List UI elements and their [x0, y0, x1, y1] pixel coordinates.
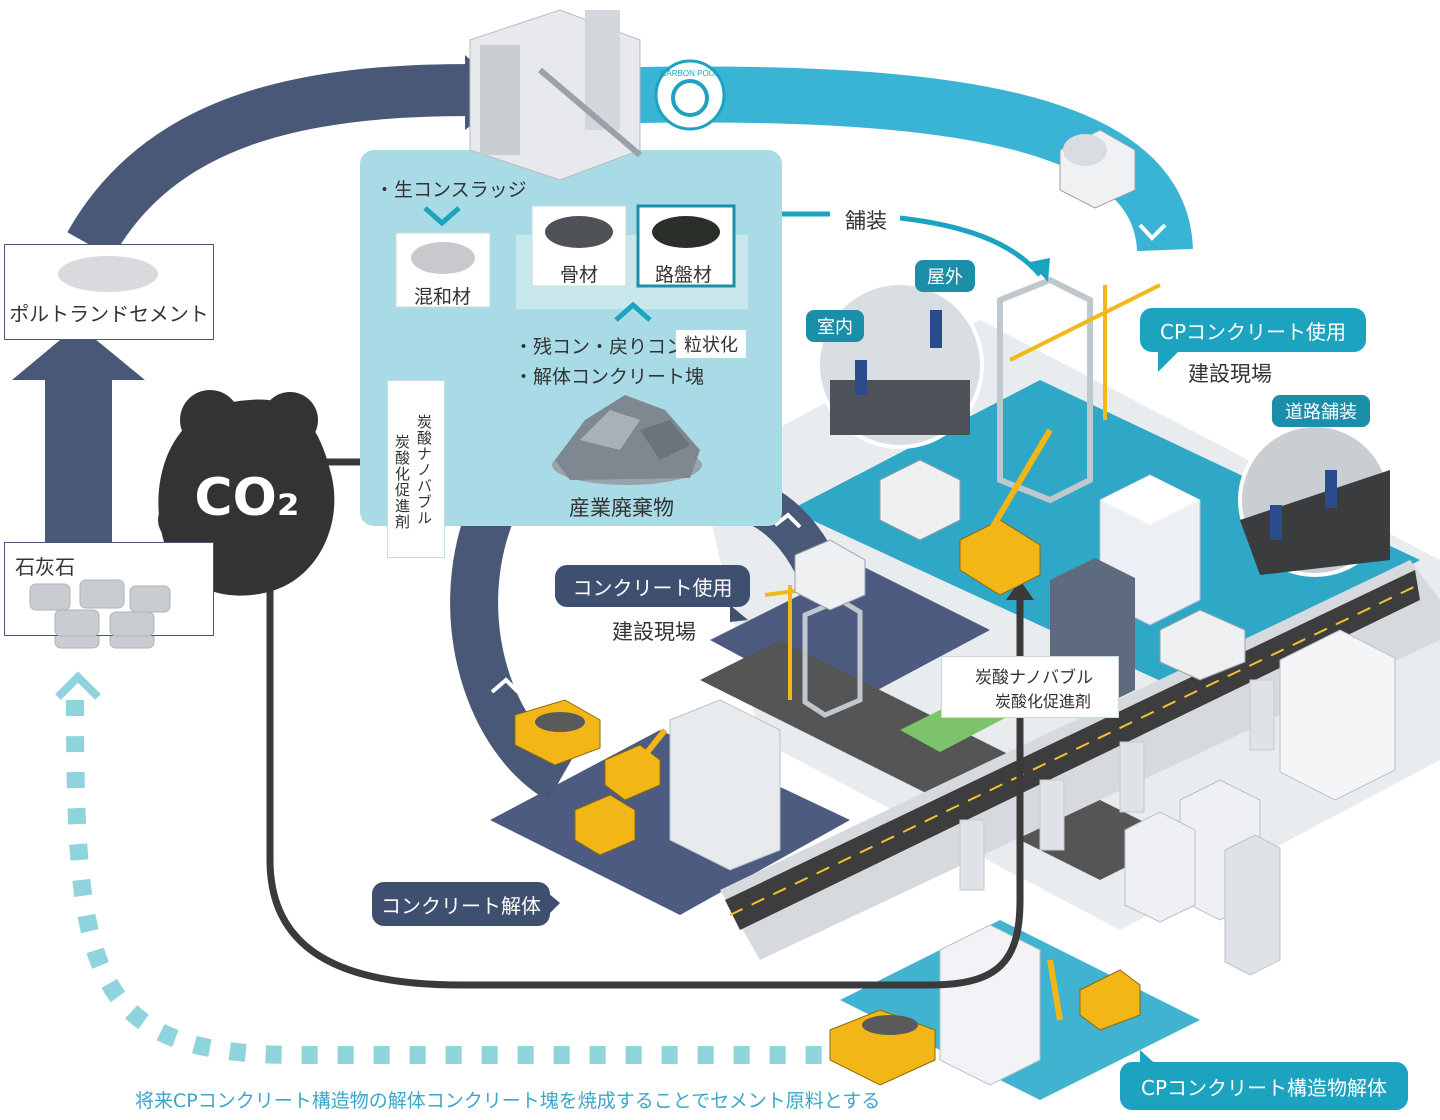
indoor-tag: 室内: [806, 310, 864, 342]
concrete-pump-truck-icon: [959, 428, 1053, 596]
chevron-up-icon: [614, 301, 652, 322]
roadbed-label: 路盤材: [655, 264, 713, 286]
portland-cement-box: ポルトランドセメント: [4, 244, 214, 340]
waste-to-site-arrow: [450, 506, 573, 801]
nanobubble-vertical-line2: 炭酸化促進剤: [393, 434, 411, 530]
nanobubble-label-line2: 炭酸化促進剤: [995, 692, 1092, 711]
bulldozer-icon: [574, 794, 636, 856]
nanobubble-vertical-card: [387, 380, 445, 558]
limestone-label: 石灰石: [15, 555, 75, 579]
chevron-up-icon: [773, 512, 802, 529]
cp-structure-demolition-pill: CPコンクリート構造物解体: [1120, 1062, 1408, 1110]
rock-pile-icon: [552, 395, 702, 485]
granulate-badge: 粒状化: [676, 330, 746, 358]
aggregate-label: 骨材: [560, 264, 599, 286]
portland-cement-pile: [58, 256, 158, 292]
nanobubble-vertical-line1: 炭酸ナノバブル: [415, 414, 433, 526]
logo-text: CARBON POOL: [661, 69, 720, 78]
nanobubble-card: [941, 656, 1119, 718]
admixture-label: 混和材: [414, 286, 472, 308]
buildings: [669, 276, 1396, 1086]
cp-concrete-use-pill: CPコンクリート使用: [1140, 308, 1366, 352]
carbon-pool-logo: CARBON POOL: [654, 59, 726, 131]
road-paving-tag: 道路舗装: [1272, 395, 1370, 427]
worker-icon: [930, 310, 942, 348]
residual-concrete-label: ・残コン・戻りコン: [514, 336, 686, 358]
cement-to-plant-arrow: [67, 64, 471, 259]
chevron-down-icon: [423, 206, 461, 227]
co2-loop-arrow: [266, 580, 1024, 989]
admixture-powder-icon: [411, 242, 475, 274]
inset-indoor-outdoor: [816, 281, 984, 449]
highway-pillars: [959, 679, 1275, 891]
limestone-to-cement-arrow: [12, 325, 145, 545]
concrete-site-label: 建設現場: [612, 620, 696, 644]
worker-icon: [1270, 505, 1282, 540]
excavator-icon: [604, 728, 668, 801]
chevron-down-icon: [1138, 223, 1167, 241]
mixer-truck-icon: [794, 459, 1246, 681]
co2-text: CO₂: [194, 468, 300, 528]
paving-arrowhead: [1030, 258, 1050, 282]
pill-tail: [730, 605, 748, 622]
inset-road-paving: [1238, 423, 1392, 577]
outdoor-tag: 屋外: [915, 260, 975, 292]
chevron-up-icon: [490, 677, 520, 694]
future-note: 将来CPコンクリート構造物の解体コンクリート塊を焼成することでセメント原料とする: [135, 1090, 881, 1112]
excavator-icon: [1047, 959, 1141, 1031]
concrete-demolition-pill: コンクリート解体: [372, 882, 550, 926]
industrial-waste-label: 産業廃棄物: [569, 496, 674, 520]
pill-tail: [1158, 352, 1178, 372]
demolition-lump-label: ・解体コンクリート塊: [514, 366, 705, 388]
aggregate-rock-icon: [545, 216, 613, 248]
factory-icon: [469, 9, 642, 181]
portland-cement-label: ポルトランドセメント: [9, 302, 209, 326]
mixer-truck-icon: [1059, 129, 1136, 209]
future-dashed-arrow: [66, 699, 830, 1064]
sludge-label: ・生コンスラッジ: [375, 179, 527, 201]
worker-icon: [1325, 470, 1337, 508]
dump-truck-icon: [829, 1009, 936, 1086]
roadbed-rock-icon: [652, 216, 720, 248]
paving-label: 舗装: [845, 209, 887, 233]
dump-truck-icon: [514, 699, 601, 766]
limestone-pile: [29, 579, 171, 637]
nanobubble-label-line1: 炭酸ナノバブル: [975, 668, 1094, 688]
future-arrow-chevron: [55, 671, 101, 700]
concrete-use-pill: コンクリート使用: [555, 565, 750, 607]
pill-tail: [548, 893, 560, 915]
co2-loop-arrowhead: [1006, 580, 1034, 600]
plant-to-site-arrow: [639, 66, 1193, 253]
cp-site-label: 建設現場: [1188, 362, 1272, 386]
worker-icon: [855, 360, 867, 395]
